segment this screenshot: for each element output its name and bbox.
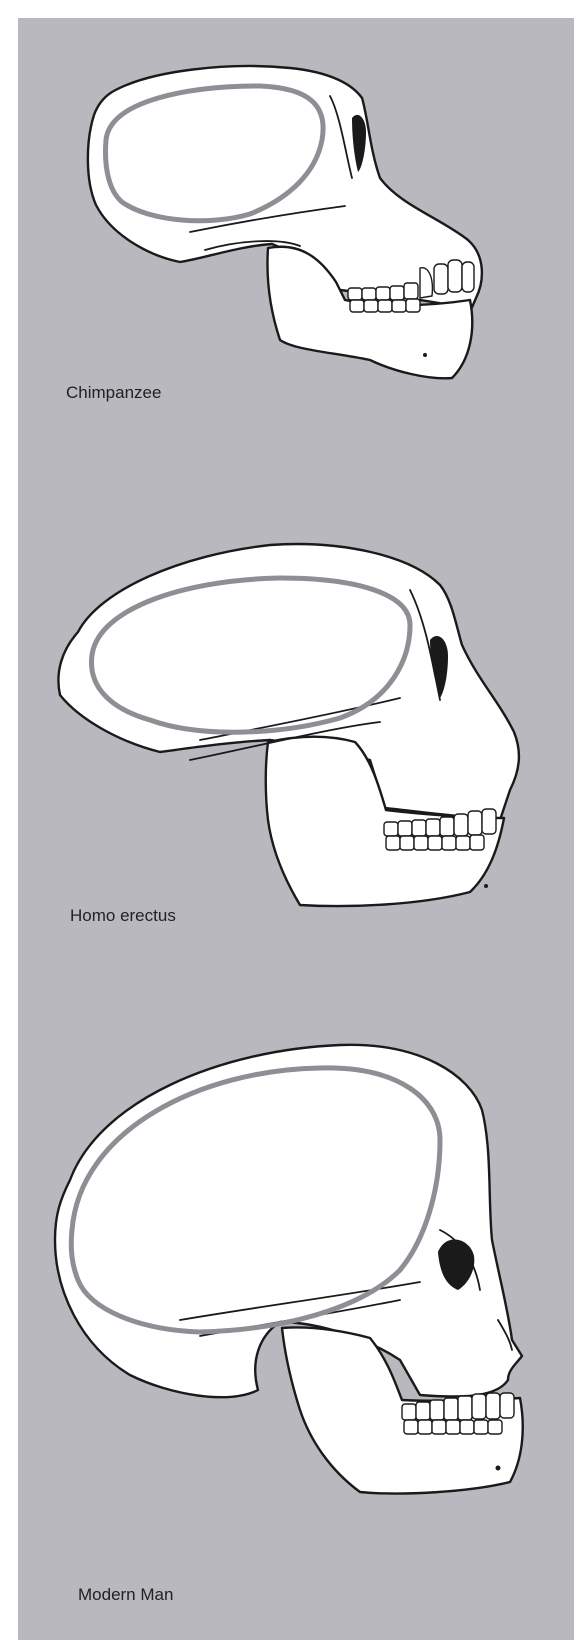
modern-man-skull <box>55 1045 523 1494</box>
chimpanzee-mental-foramen <box>423 353 427 357</box>
chimpanzee-lower-teeth <box>350 299 420 312</box>
homo-erectus-mental-foramen <box>484 884 488 888</box>
modern-man-lower-teeth <box>404 1420 502 1434</box>
homo-erectus-lower-teeth <box>386 835 484 850</box>
chimpanzee-caption: Chimpanzee <box>66 383 161 402</box>
modern-man-caption: Modern Man <box>78 1585 173 1604</box>
homo-erectus-caption: Homo erectus <box>70 906 176 925</box>
modern-man-upper-teeth <box>402 1393 514 1420</box>
chimpanzee-skull <box>88 66 482 378</box>
homo-erectus-skull <box>58 544 519 906</box>
modern-man-mental-foramen <box>496 1466 501 1471</box>
